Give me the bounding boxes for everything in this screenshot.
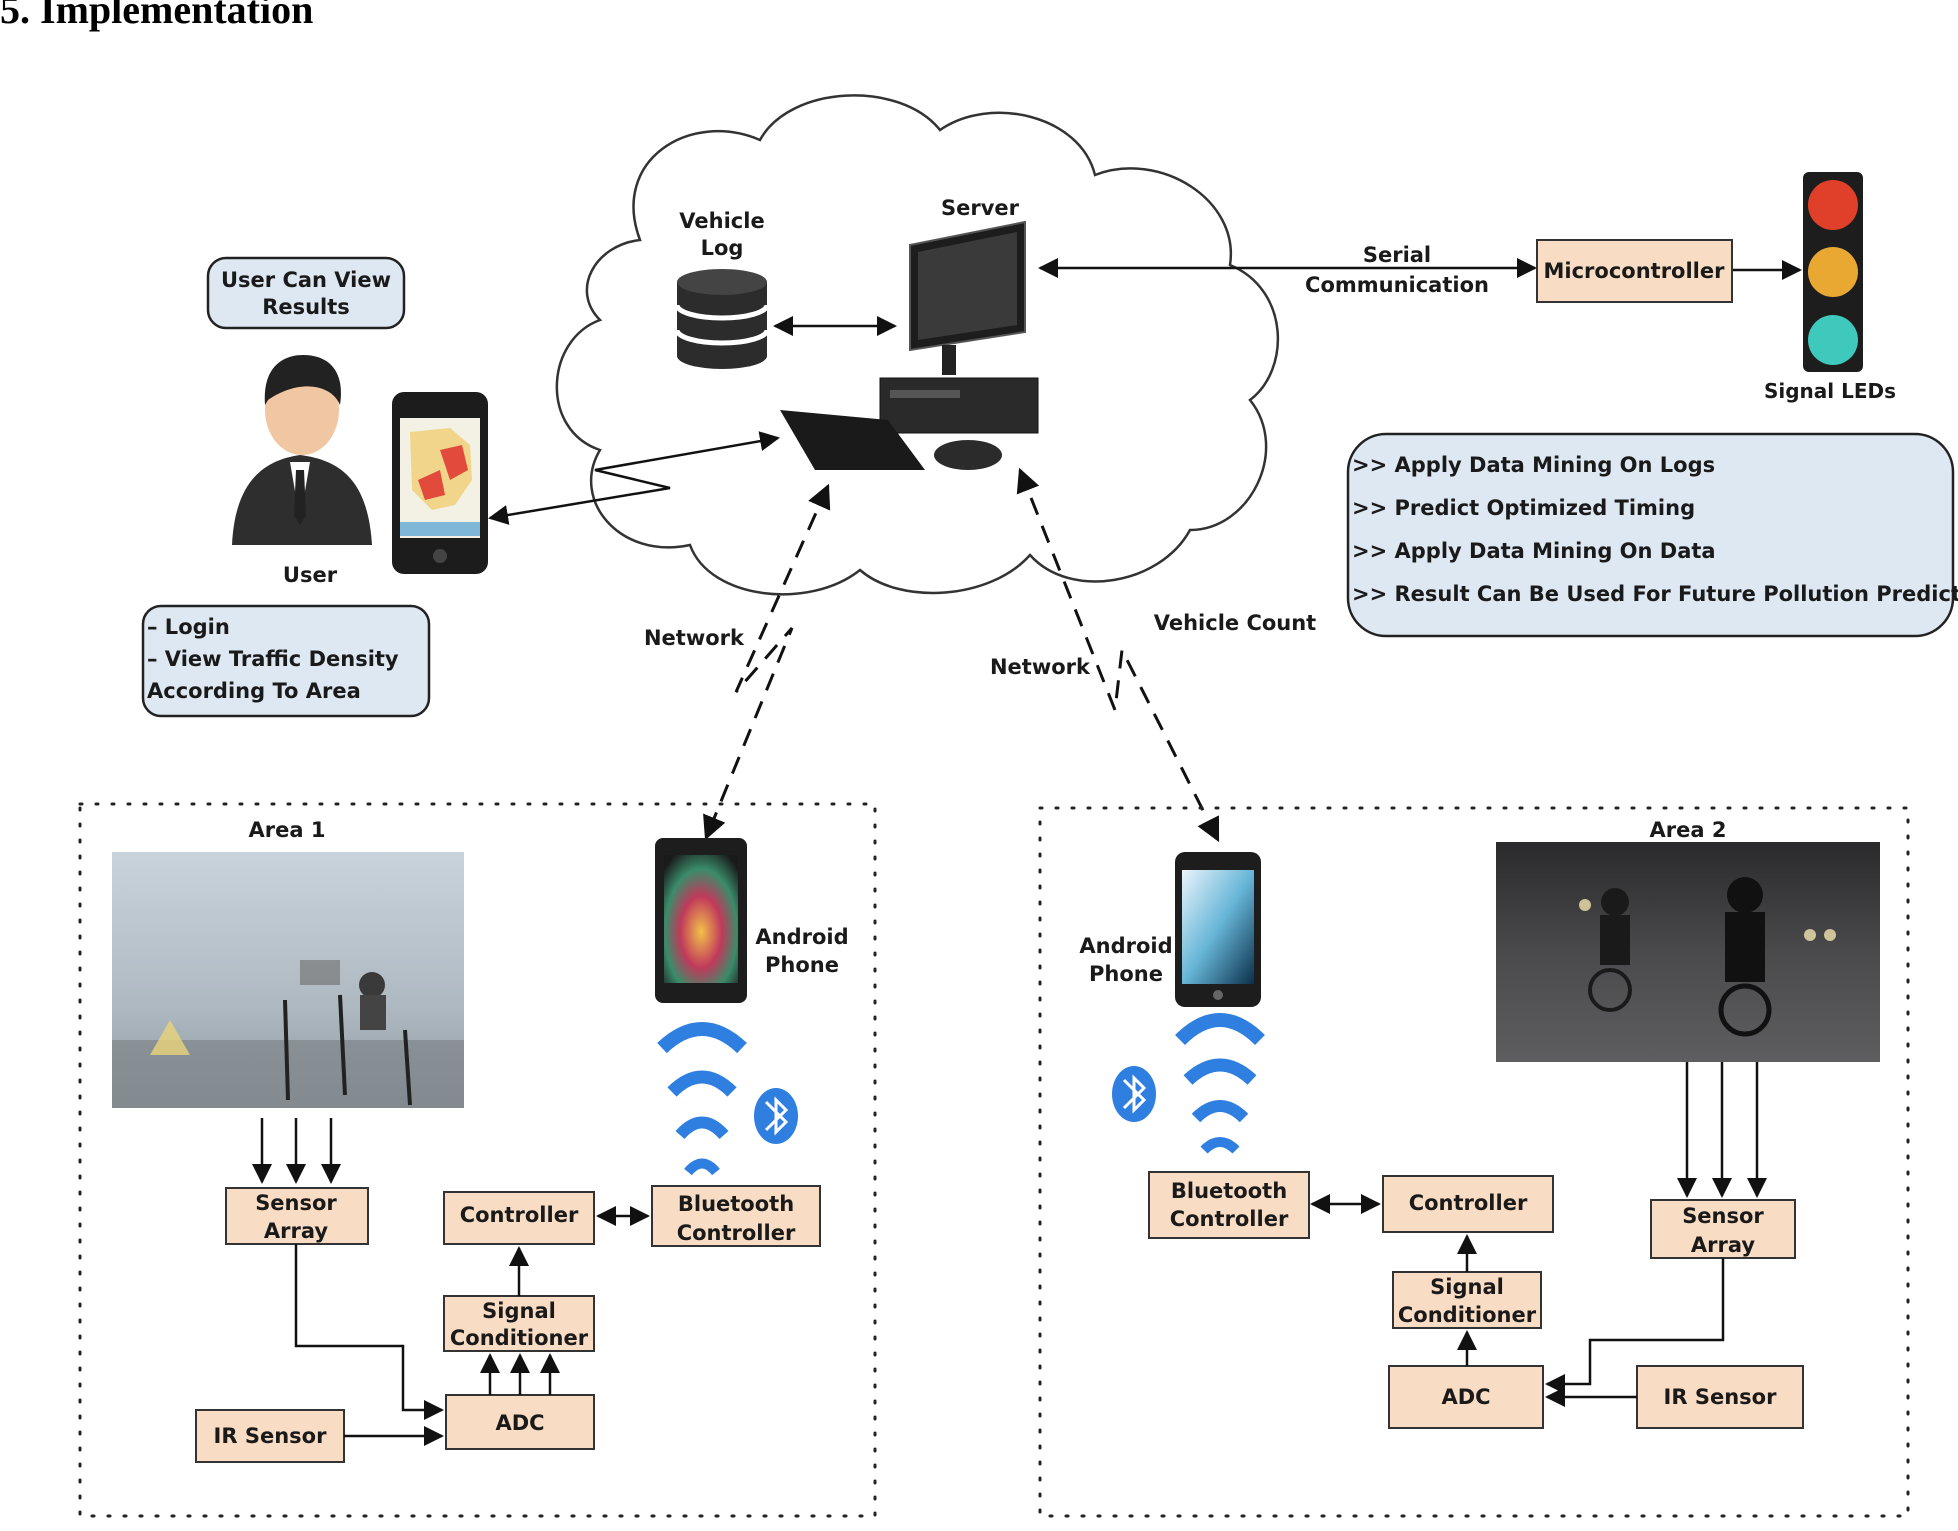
area2-sensor-array-label-1: Sensor	[1682, 1204, 1764, 1228]
server-task-4: >> Result Can Be Used For Future Polluti…	[1352, 582, 1958, 606]
area2-bluetooth-label-2: Controller	[1170, 1207, 1289, 1231]
database-icon	[674, 269, 770, 369]
area1-sensor-array-box	[225, 1187, 369, 1245]
server-label: Server	[941, 196, 1020, 220]
area1-wireless-signal-icon	[657, 1022, 747, 1176]
area2-signal-conditioner-label-2: Conditioner	[1398, 1303, 1537, 1327]
area1-adc-label: ADC	[495, 1411, 544, 1435]
area1-bluetooth-controller-box	[651, 1185, 821, 1247]
user-label: User	[283, 563, 338, 587]
area1-bluetooth-label-1: Bluetooth	[678, 1192, 794, 1216]
vehicle-log-label-2: Log	[701, 236, 744, 260]
area2-signal-conditioner-label-1: Signal	[1430, 1275, 1504, 1299]
server-task-2: >> Predict Optimized Timing	[1352, 496, 1695, 520]
area2-controller-label: Controller	[1409, 1191, 1528, 1215]
area2-bluetooth-icon	[1112, 1066, 1156, 1122]
server-task-3: >> Apply Data Mining On Data	[1352, 539, 1716, 563]
area1-sensor-array-label-1: Sensor	[255, 1191, 337, 1215]
area2-controller-box	[1382, 1175, 1554, 1233]
area1-signal-conditioner-box	[443, 1295, 595, 1352]
area1-signal-conditioner-label-2: Conditioner	[450, 1326, 589, 1350]
area2-sensor-array-label-2: Array	[1691, 1233, 1755, 1257]
area1-adc-box	[445, 1394, 595, 1450]
area1-signal-conditioner-label-1: Signal	[482, 1299, 556, 1323]
area1-android-label-1: Android	[755, 925, 848, 949]
area1-controller-box	[443, 1191, 595, 1245]
serial-label-2: Communication	[1305, 273, 1489, 297]
server-tasks-note	[1346, 432, 1955, 638]
user-server-link	[488, 431, 780, 525]
area1-android-phone-icon	[655, 838, 747, 1003]
area1-boundary	[78, 802, 877, 1518]
section-heading: 5. Implementation	[0, 0, 314, 32]
area2-boundary	[1038, 806, 1910, 1518]
area2-signal-conditioner-box	[1392, 1271, 1542, 1329]
signal-leds-label: Signal LEDs	[1764, 379, 1896, 403]
vehicle-count-label: Vehicle Count	[1154, 611, 1316, 635]
user-view-results-note	[206, 256, 406, 330]
vehicle-log-label-1: Vehicle	[679, 209, 764, 233]
view-results-line-1: User Can View	[221, 268, 391, 292]
user-action-area: According To Area	[147, 679, 361, 703]
network-link-area2	[1016, 467, 1220, 843]
microcontroller-label: Microcontroller	[1544, 259, 1726, 283]
area2-traffic-photo	[1496, 842, 1880, 1062]
traffic-light-icon	[1803, 172, 1863, 372]
area2-wireless-signal-icon	[1175, 1013, 1265, 1154]
area2-android-label-1: Android	[1079, 934, 1172, 958]
area1-controller-label: Controller	[460, 1203, 579, 1227]
user-actions-note	[141, 604, 431, 718]
server-computer-icon	[780, 220, 1039, 470]
area1-bluetooth-icon	[754, 1088, 798, 1144]
user-avatar-icon	[232, 355, 372, 545]
area1-ir-sensor-label: IR Sensor	[214, 1424, 328, 1448]
network-label-left: Network	[644, 626, 745, 650]
area1-traffic-photo	[112, 852, 464, 1108]
user-action-login: – Login	[147, 615, 230, 639]
area1-android-label-2: Phone	[765, 953, 839, 977]
network-link-area1	[703, 483, 831, 841]
area2-android-phone-icon	[1175, 852, 1261, 1007]
user-smartphone-icon	[392, 392, 488, 574]
area2-adc-label: ADC	[1441, 1385, 1490, 1409]
area1-title: Area 1	[249, 818, 326, 842]
view-results-line-2: Results	[262, 295, 350, 319]
area1-bluetooth-label-2: Controller	[677, 1221, 796, 1245]
area2-android-label-2: Phone	[1089, 962, 1163, 986]
area2-bluetooth-label-1: Bluetooth	[1171, 1179, 1287, 1203]
network-label-right: Network	[990, 655, 1091, 679]
microcontroller-box	[1536, 239, 1733, 303]
serial-label-1: Serial	[1363, 243, 1431, 267]
server-task-1: >> Apply Data Mining On Logs	[1352, 453, 1715, 477]
user-action-view-density: – View Traffic Density	[147, 647, 399, 671]
area2-ir-sensor-label: IR Sensor	[1664, 1385, 1778, 1409]
area2-ir-sensor-box	[1636, 1365, 1804, 1429]
area2-title: Area 2	[1650, 818, 1727, 842]
area1-sensor-array-label-2: Array	[264, 1219, 328, 1243]
area2-bluetooth-controller-box	[1148, 1171, 1310, 1239]
